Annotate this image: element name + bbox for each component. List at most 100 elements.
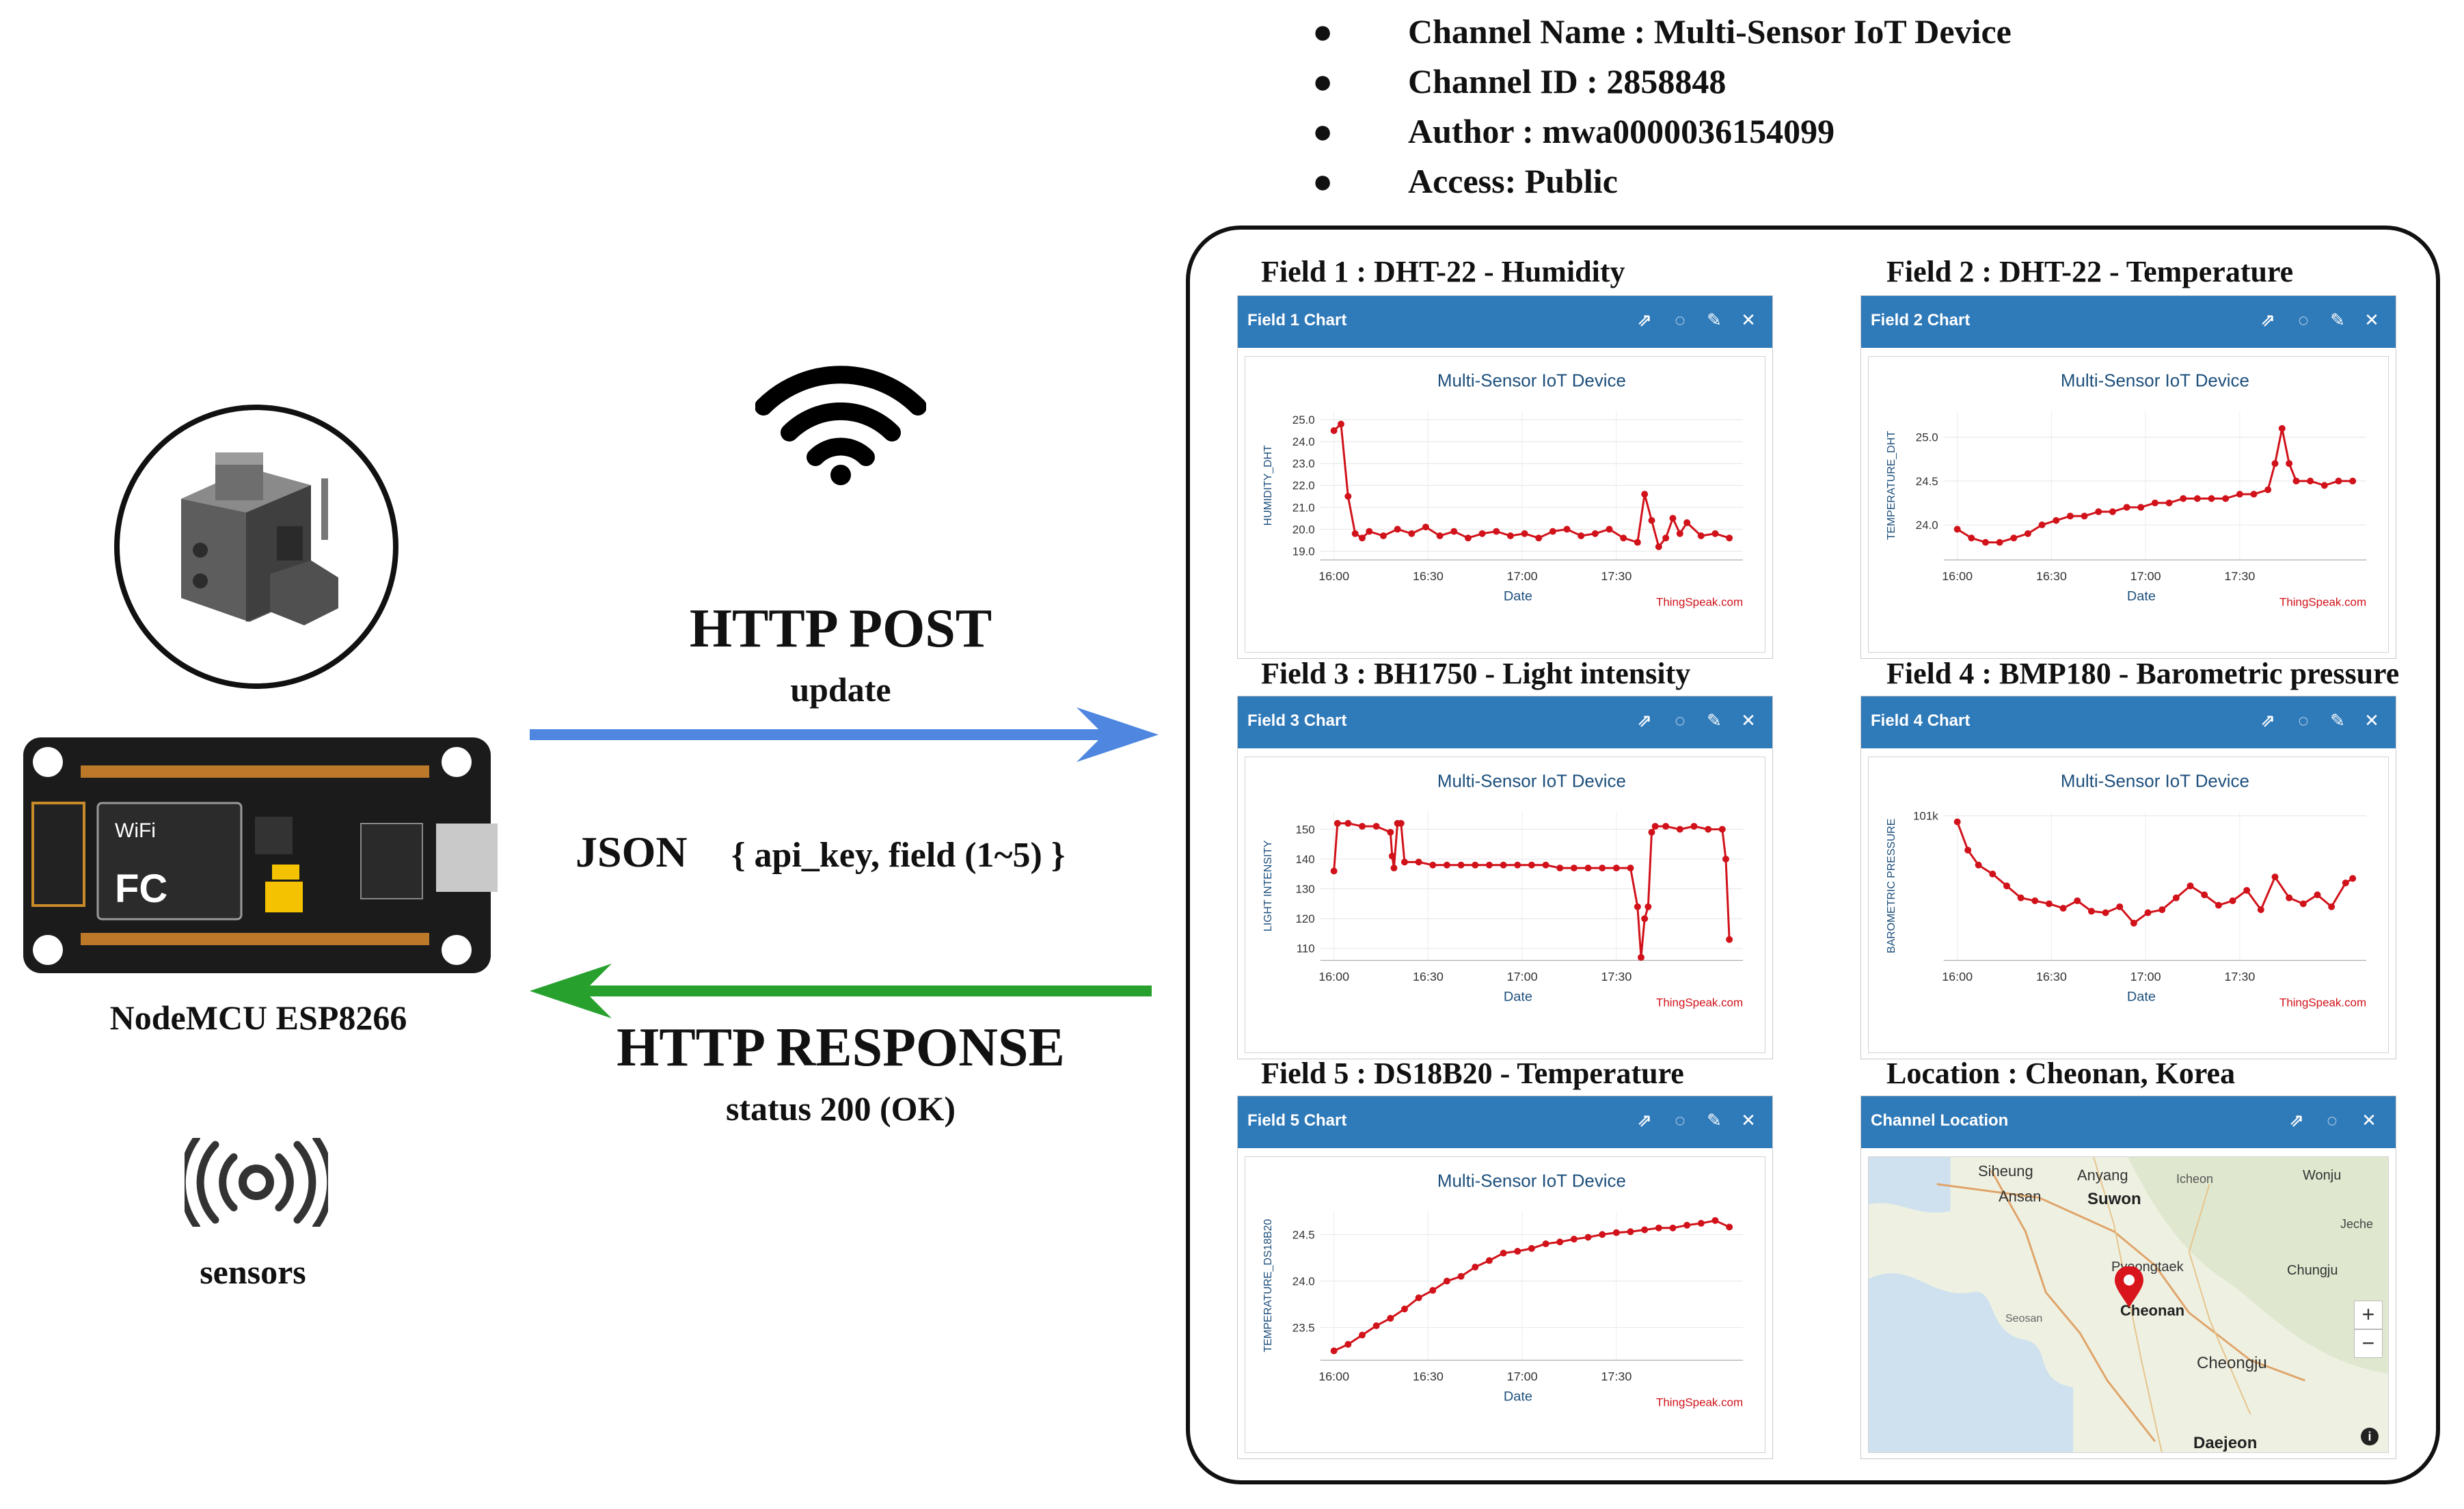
external-link-icon[interactable]: ⇗: [2289, 1110, 2304, 1130]
data-point: [1662, 823, 1670, 830]
data-point: [2201, 891, 2208, 899]
map-pin-icon[interactable]: [2113, 1266, 2145, 1309]
data-point: [1964, 846, 1972, 854]
external-link-icon[interactable]: ⇗: [2260, 710, 2275, 731]
json-fields: { api_key, field (1~5) }: [731, 836, 1066, 875]
map-area[interactable]: Siheung Anyang Icheon Wonju Ansan Suwon …: [1868, 1156, 2389, 1453]
data-point: [1975, 861, 1982, 869]
comment-icon[interactable]: ◌: [1675, 710, 1685, 731]
chart-title: Multi-Sensor IoT Device: [1437, 772, 1626, 791]
data-point: [2180, 495, 2187, 502]
close-icon[interactable]: ✕: [1741, 710, 1756, 731]
x-axis-label: Date: [2127, 589, 2156, 604]
pencil-icon[interactable]: ✎: [2330, 310, 2345, 330]
data-point: [2257, 906, 2264, 914]
comment-icon[interactable]: ◌: [2327, 1110, 2338, 1130]
map-label: Anyang: [2077, 1167, 2128, 1184]
channel-location-panel: Channel Location ⇗ ◌ ✕ Siheung Anyang Ic…: [1860, 1096, 2396, 1459]
panel-header-title: Field 1 Chart: [1247, 311, 1347, 329]
x-tick-label: 17:00: [1507, 569, 1538, 583]
data-point: [1662, 534, 1670, 542]
data-point: [1388, 852, 1396, 860]
chart-title: Multi-Sensor IoT Device: [2061, 772, 2249, 791]
x-tick-label: 16:30: [1413, 569, 1444, 583]
data-point: [1584, 865, 1592, 872]
x-tick-label: 16:30: [2036, 569, 2067, 583]
comment-icon[interactable]: ◌: [2298, 310, 2309, 330]
panel-header-title: Field 4 Chart: [1871, 711, 1971, 730]
field-title: Field 5 : DS18B20 - Temperature: [1261, 1057, 1684, 1090]
data-point: [1493, 528, 1500, 535]
map-label: Siheung: [1978, 1163, 2033, 1180]
map-label: Cheonan: [2120, 1302, 2185, 1319]
external-link-icon[interactable]: ⇗: [1637, 310, 1652, 330]
data-point: [2320, 482, 2328, 489]
chart-title: Multi-Sensor IoT Device: [2061, 372, 2249, 391]
y-tick-label: 24.0: [1916, 519, 1938, 532]
data-point: [2109, 508, 2116, 515]
comment-icon[interactable]: ◌: [1675, 1110, 1685, 1130]
data-point: [1683, 519, 1691, 526]
field-4-chart-panel: Field 4 Chart ⇗ ◌ ✎ ✕ Multi-Sensor IoT Device…: [1860, 696, 2396, 1059]
external-link-icon[interactable]: ⇗: [1637, 1110, 1652, 1130]
data-point: [2193, 495, 2201, 502]
data-point: [1400, 1305, 1408, 1313]
data-point: [1953, 526, 1961, 533]
data-point: [1620, 534, 1627, 542]
data-point: [1612, 865, 1620, 872]
pencil-icon[interactable]: ✎: [1707, 310, 1722, 330]
pencil-icon[interactable]: ✎: [1707, 710, 1722, 731]
y-tick-label: 23.5: [1292, 1322, 1315, 1335]
zoom-in-button[interactable]: +: [2354, 1301, 2383, 1329]
close-icon[interactable]: ✕: [2361, 1110, 2377, 1130]
data-point: [1981, 539, 1989, 546]
zoom-out-button[interactable]: −: [2354, 1329, 2383, 1358]
field-title: Field 1 : DHT-22 - Humidity: [1261, 255, 1625, 288]
close-icon[interactable]: ✕: [1741, 310, 1756, 330]
data-point: [1563, 526, 1571, 533]
external-link-icon[interactable]: ⇗: [1637, 710, 1652, 731]
field-title: Field 2 : DHT-22 - Temperature: [1886, 255, 2294, 288]
chart-svg: Multi-Sensor IoT DeviceTEMPERATURE_DS18B…: [1262, 1172, 1744, 1409]
data-point: [1521, 530, 1528, 537]
svg-text:WiFi: WiFi: [115, 819, 156, 842]
close-icon[interactable]: ✕: [1741, 1110, 1756, 1130]
y-tick-label: 23.0: [1292, 457, 1315, 470]
field-title: Field 4 : BMP180 - Barometric pressure: [1886, 657, 2400, 690]
data-point: [2130, 919, 2137, 927]
data-point: [1556, 1238, 1564, 1246]
map-label: Seosan: [2005, 1313, 2043, 1324]
data-point: [1333, 819, 1341, 827]
data-point: [2144, 909, 2152, 916]
field-2-chart-panel: Field 2 Chart⇗◌✎✕Multi-Sensor IoT Device…: [1860, 295, 2396, 659]
data-point: [1683, 1221, 1691, 1229]
channel-info-list: ●Channel Name : Multi-Sensor IoT Device …: [1312, 7, 2012, 206]
data-point: [2328, 903, 2336, 910]
field-title: Field 3 : BH1750 - Light intensity: [1261, 657, 1691, 690]
data-point: [2271, 460, 2279, 467]
pencil-icon[interactable]: ✎: [1707, 1110, 1722, 1130]
comment-icon[interactable]: ◌: [2298, 710, 2309, 731]
external-link-icon[interactable]: ⇗: [2260, 310, 2275, 330]
data-point: [1415, 1294, 1422, 1301]
info-icon[interactable]: i: [2361, 1428, 2379, 1445]
data-point: [1641, 915, 1649, 923]
y-tick-label: 140: [1295, 853, 1314, 866]
panel-header: Field 2 Chart⇗◌✎✕: [1861, 296, 2396, 348]
data-point: [1344, 1341, 1352, 1348]
pencil-icon[interactable]: ✎: [2330, 710, 2345, 731]
data-point: [2307, 477, 2314, 485]
x-tick-label: 16:00: [1942, 569, 1973, 583]
data-point: [1627, 865, 1634, 872]
data-point: [2074, 897, 2081, 905]
x-axis-label: Date: [1504, 990, 1532, 1005]
chart-title: Multi-Sensor IoT Device: [1437, 372, 1626, 391]
close-icon[interactable]: ✕: [2364, 710, 2379, 731]
sensor-waves-icon: [178, 1134, 334, 1230]
close-icon[interactable]: ✕: [2364, 310, 2379, 330]
comment-icon[interactable]: ◌: [1675, 310, 1685, 330]
data-point: [1641, 491, 1649, 498]
data-point: [1570, 1236, 1578, 1243]
data-point: [1472, 1264, 1479, 1270]
